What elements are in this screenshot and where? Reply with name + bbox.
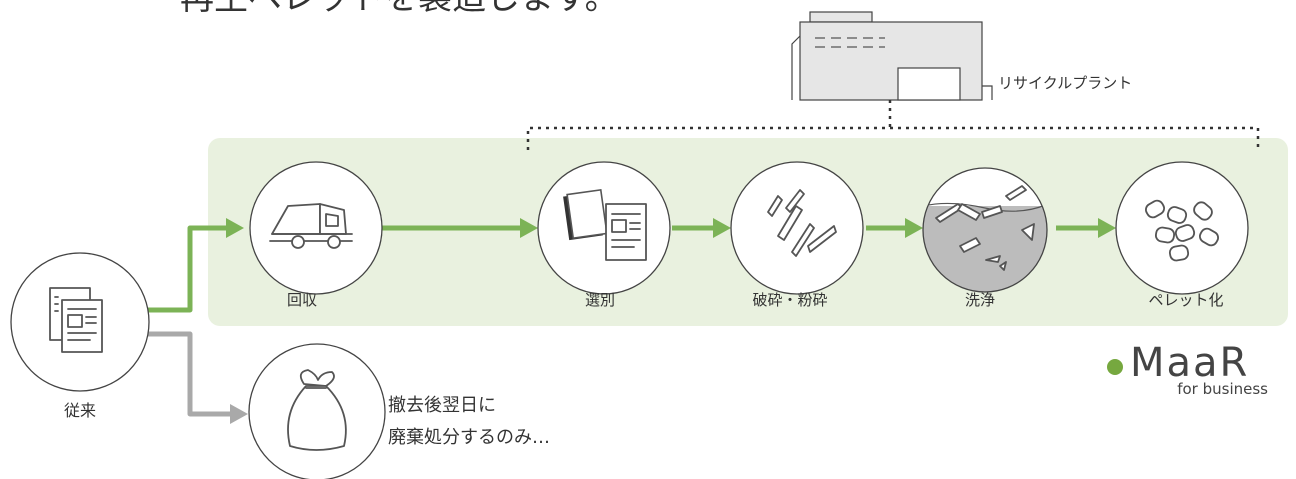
conventional-label: 従来 xyxy=(64,401,96,420)
plant-bracket xyxy=(526,100,1260,150)
gray-flow-arrow xyxy=(145,331,248,424)
plant-label: リサイクルプラント xyxy=(998,74,1132,92)
logo-tagline: for business xyxy=(1177,380,1268,398)
step-label-pelletizing: ペレット化 xyxy=(1148,291,1223,309)
green-flow-arrows xyxy=(145,218,1116,313)
logo-dot-icon xyxy=(1107,359,1123,375)
disposal-text-line1: 撤去後翌日に xyxy=(388,395,496,416)
step-label-collection: 回収 xyxy=(287,291,317,309)
washing-node xyxy=(922,167,1048,293)
maar-logo: MaaR for business xyxy=(1107,340,1268,398)
page-heading: 再生ペレットを製造します。 xyxy=(180,0,619,18)
disposal-text-line2: 廃棄処分するのみ… xyxy=(388,427,550,448)
plant-building-icon xyxy=(791,11,993,101)
sorted-documents-icon xyxy=(563,188,647,261)
crushing-node xyxy=(730,161,864,295)
trash-bag-icon xyxy=(287,369,347,451)
step-label-crushing: 破砕・粉砕 xyxy=(752,291,827,309)
logo-name: MaaR xyxy=(1130,340,1249,386)
documents-icon xyxy=(49,287,103,353)
pellets-icon xyxy=(1145,199,1219,262)
shredded-icon xyxy=(767,189,837,257)
step-label-washing: 洗浄 xyxy=(965,291,995,309)
truck-icon xyxy=(269,203,353,249)
step-label-sorting: 選別 xyxy=(585,291,615,309)
washing-icon xyxy=(935,185,1035,271)
